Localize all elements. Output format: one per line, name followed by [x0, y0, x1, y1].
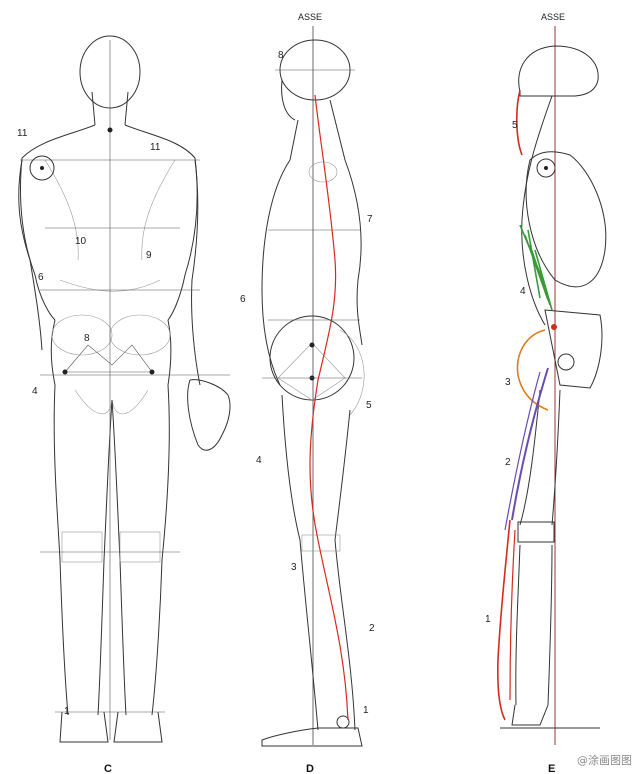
watermark: @涂画图图	[577, 752, 632, 768]
label-e-1: 1	[485, 614, 491, 625]
label-c-11b: 11	[150, 142, 161, 153]
label-e-2: 2	[505, 457, 511, 468]
label-c-10: 10	[75, 236, 87, 247]
label-d-1: 1	[363, 705, 369, 716]
label-d-3: 3	[291, 562, 297, 573]
label-c-11a: 11	[17, 128, 28, 139]
label-c-4: 4	[32, 386, 38, 397]
label-c-8: 8	[84, 333, 90, 344]
axis-label-e: ASSE	[541, 12, 565, 22]
label-e-5: 5	[512, 120, 518, 131]
label-c-1: 1	[64, 706, 70, 717]
label-d-4: 4	[256, 455, 262, 466]
figure-c-back-view: 11 11 10 9 6 8 4 1 C	[17, 36, 230, 774]
muscle-line-1	[498, 520, 510, 720]
figure-d-side-view: ASSE 8 7 6 5 4 3 2	[240, 12, 375, 774]
label-c-9: 9	[146, 250, 152, 261]
axis-label-d: ASSE	[298, 12, 322, 22]
muscle-line-2	[512, 368, 548, 520]
panel-letter-d: D	[306, 763, 314, 774]
label-e-3: 3	[505, 377, 511, 388]
label-d-8: 8	[278, 50, 284, 61]
label-c-6: 6	[38, 272, 44, 283]
panel-letter-c: C	[104, 763, 112, 774]
label-d-2: 2	[369, 623, 375, 634]
figure-e-axis-view: ASSE 5 4 3 2 1 E	[485, 12, 606, 774]
label-d-7: 7	[367, 214, 373, 225]
label-e-4: 4	[520, 286, 526, 297]
label-d-5: 5	[366, 400, 372, 411]
panel-letter-e: E	[548, 763, 555, 774]
label-d-6: 6	[240, 294, 246, 305]
muscle-line-5	[517, 90, 522, 155]
